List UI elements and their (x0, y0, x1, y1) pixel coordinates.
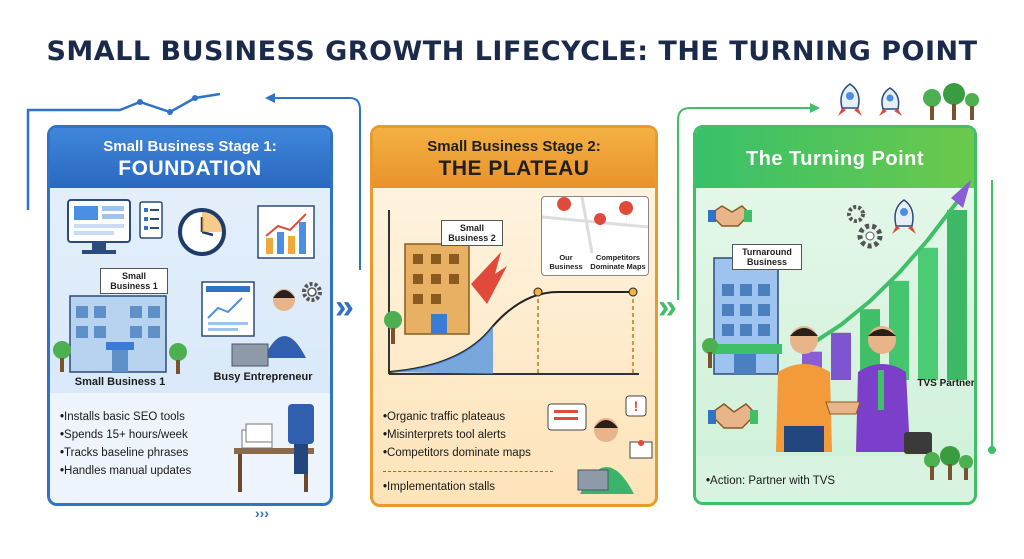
stage1-building-caption: Small Business 1 (74, 376, 166, 388)
stage3-heading: The Turning Point (745, 148, 925, 170)
stage3-panel: The Turning Point Turnaround Business TV… (693, 125, 977, 505)
tree-icon (924, 446, 973, 480)
stage1-person-caption: Busy Entrepreneur (213, 371, 313, 383)
stage1-bullet-list: Installs basic SEO tools Spends 15+ hour… (60, 408, 191, 480)
growth-bar (947, 210, 967, 380)
rocket-icon (892, 199, 916, 234)
stage1-bullet: Handles manual updates (60, 462, 191, 480)
stage2-bullet: Implementation stalls (383, 478, 495, 496)
gear-icon (847, 205, 883, 249)
next-arrow-icon: » (335, 288, 354, 326)
map-label-our-business: Our Business (549, 253, 583, 271)
growth-bar (831, 332, 851, 380)
chevrons-icon: ››› (255, 505, 269, 521)
desk-papers-illustration (234, 404, 314, 492)
stage3-sign: Turnaround Business (732, 244, 802, 270)
handshake-icon (708, 403, 758, 429)
stage1-bullet: Installs basic SEO tools (60, 408, 191, 426)
stage1-bullet: Tracks baseline phrases (60, 444, 191, 462)
stage3-header: The Turning Point (696, 128, 974, 188)
loop-arrow-icon (677, 103, 820, 300)
page-title: SMALL BUSINESS GROWTH LIFECYCLE: THE TUR… (46, 36, 978, 67)
stage1-heading-line1: Small Business Stage 1: (103, 138, 277, 155)
stage2-bullet-list-last: Implementation stalls (383, 478, 495, 496)
growth-trend-line (810, 200, 959, 346)
stage2-bullet-list: Organic traffic plateaus Misinterprets t… (383, 408, 531, 462)
stage1-panel: Small Business Stage 1: FOUNDATION Small… (47, 125, 333, 506)
partner-label: TVS Partner (917, 378, 975, 389)
tree-icon (53, 341, 71, 372)
loop-arrow-icon (265, 93, 361, 270)
stage3-action: Action: Partner with TVS (706, 472, 835, 490)
growth-sparkline-icon (26, 92, 221, 210)
divider (383, 471, 553, 472)
handshake-icon (708, 205, 752, 227)
side-line-icon (988, 180, 996, 454)
stage2-header: Small Business Stage 2: THE PLATEAU (373, 128, 655, 188)
tree-icon (384, 311, 402, 344)
stage2-heading-line1: Small Business Stage 2: (427, 138, 601, 155)
stage1-heading-line2: FOUNDATION (118, 157, 262, 180)
small-business-2-building (404, 243, 507, 335)
growth-bar-chart (802, 180, 971, 380)
growth-bar (918, 247, 938, 380)
tree-icon (169, 343, 187, 374)
stage1-sign: Small Business 1 (100, 268, 168, 294)
stage2-sign: Small Business 2 (441, 220, 503, 246)
stage1-header: Small Business Stage 1: FOUNDATION (50, 128, 330, 188)
gear-icon (302, 282, 322, 302)
clock-icon (178, 208, 226, 256)
growth-arrow-icon (951, 180, 971, 208)
stage2-heading-line2: THE PLATEAU (438, 157, 590, 180)
svg-text:!: ! (634, 398, 639, 414)
rocket-icon (879, 87, 902, 116)
map-pins-icon (541, 196, 649, 254)
handshake-people-illustration (776, 326, 932, 454)
entrepreneur-illustration (201, 281, 306, 367)
growth-bar (889, 280, 909, 380)
stage2-bullet: Organic traffic plateaus (383, 408, 531, 426)
tree-icon (923, 83, 979, 120)
computer-icon (67, 199, 131, 254)
stage1-bullet: Spends 15+ hours/week (60, 426, 191, 444)
checklist-icon (139, 201, 163, 239)
stage3-action-list: Action: Partner with TVS (706, 472, 835, 490)
bar-chart-icon (257, 205, 315, 259)
tree-icon (702, 338, 718, 368)
map-card: Our Business Competitors Dominate Maps (541, 196, 649, 276)
plateau-chart (388, 210, 639, 375)
rocket-icon (838, 83, 862, 116)
stage2-panel: Small Business Stage 2: THE PLATEAU Smal… (370, 125, 658, 507)
frustrated-person-illustration: ! (547, 395, 653, 494)
next-arrow-icon: » (658, 288, 677, 326)
stage2-bullet: Misinterprets tool alerts (383, 426, 531, 444)
stage2-bullet: Competitors dominate maps (383, 444, 531, 462)
small-business-1-building (69, 295, 167, 373)
map-label-competitors: Competitors Dominate Maps (590, 253, 646, 271)
